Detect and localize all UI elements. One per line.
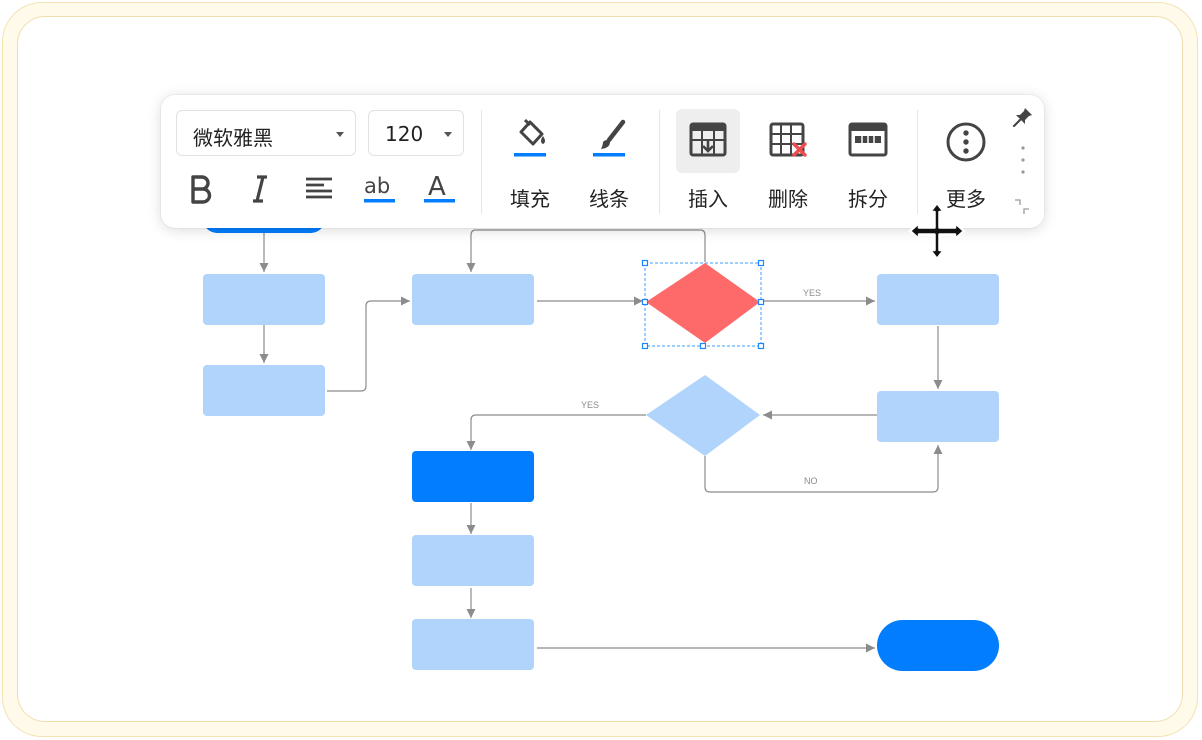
connector[interactable] (466, 414, 646, 450)
insert-row-icon (689, 122, 727, 157)
more-label: 更多 (946, 187, 986, 211)
resize-handle[interactable] (757, 342, 765, 350)
more-button[interactable]: 更多 (934, 109, 998, 219)
resize-handle[interactable] (699, 342, 707, 350)
toolbar-divider (659, 110, 660, 214)
process-box[interactable] (412, 619, 534, 670)
process-box[interactable] (877, 274, 999, 325)
delete-label: 删除 (768, 187, 808, 211)
selected-decision-diamond[interactable] (646, 263, 760, 343)
vertical-dots-icon (1021, 146, 1025, 174)
connector[interactable] (704, 445, 943, 493)
process-box[interactable] (412, 274, 534, 325)
floating-toolbar: 微软雅黑 120 ab A (161, 95, 1044, 228)
drag-handle[interactable] (1017, 145, 1029, 177)
resize-handle[interactable] (641, 342, 649, 350)
font-size-select[interactable]: 120 (368, 110, 464, 156)
paint-bucket-icon (514, 118, 546, 157)
split-label: 拆分 (848, 187, 888, 211)
pin-icon (1012, 108, 1032, 128)
resize-handle[interactable] (757, 298, 765, 306)
toolbar-divider (917, 110, 918, 214)
brush-icon (593, 119, 626, 157)
chevron-down-icon (336, 132, 344, 137)
bold-button[interactable] (181, 169, 221, 209)
underline-button[interactable]: ab (360, 169, 400, 209)
more-icon (946, 122, 986, 162)
italic-button[interactable] (240, 169, 280, 209)
line-button[interactable]: 线条 (577, 109, 641, 219)
font-family-value: 微软雅黑 (193, 126, 273, 150)
resize-corner-icon (1015, 199, 1029, 214)
connector[interactable] (327, 296, 410, 392)
delete-button[interactable]: 删除 (756, 109, 820, 219)
italic-icon (253, 175, 267, 203)
bold-icon (191, 175, 212, 204)
process-box[interactable] (877, 391, 999, 442)
resize-handle[interactable] (641, 259, 649, 267)
process-box[interactable] (203, 365, 325, 416)
move-cursor-icon (908, 201, 966, 261)
process-box[interactable] (203, 274, 325, 325)
resize-handle[interactable] (757, 259, 765, 267)
edge-label-yes: YES (803, 288, 821, 298)
process-box[interactable] (412, 535, 534, 586)
end-terminator[interactable] (877, 620, 999, 671)
underline-icon: ab (364, 174, 395, 203)
edge-label-yes: YES (581, 400, 599, 410)
insert-label: 插入 (688, 187, 728, 211)
split-button[interactable]: 拆分 (836, 109, 900, 219)
align-left-button[interactable] (300, 169, 340, 209)
fill-button[interactable]: 填充 (498, 109, 562, 219)
font-color-letter: A (428, 172, 446, 202)
font-size-value: 120 (385, 122, 424, 146)
toolbar-divider (481, 110, 482, 214)
pin-button[interactable] (1011, 105, 1035, 129)
font-family-select[interactable]: 微软雅黑 (176, 110, 356, 156)
font-color-button[interactable]: A (420, 169, 460, 209)
resize-handle[interactable] (641, 298, 649, 306)
resize-corner[interactable] (1013, 197, 1033, 217)
decision-diamond[interactable] (646, 375, 760, 456)
fill-label: 填充 (510, 187, 550, 211)
chevron-down-icon (444, 132, 452, 137)
process-box-highlighted[interactable] (412, 451, 534, 502)
underline-sample-text: ab (364, 174, 390, 198)
connector[interactable] (466, 229, 706, 272)
delete-table-icon (769, 122, 807, 157)
align-left-icon (306, 177, 332, 199)
insert-button[interactable]: 插入 (676, 109, 740, 219)
edge-label-no: NO (804, 476, 818, 486)
font-color-icon: A (424, 172, 455, 203)
split-cells-icon (848, 122, 888, 157)
line-label: 线条 (589, 187, 629, 211)
